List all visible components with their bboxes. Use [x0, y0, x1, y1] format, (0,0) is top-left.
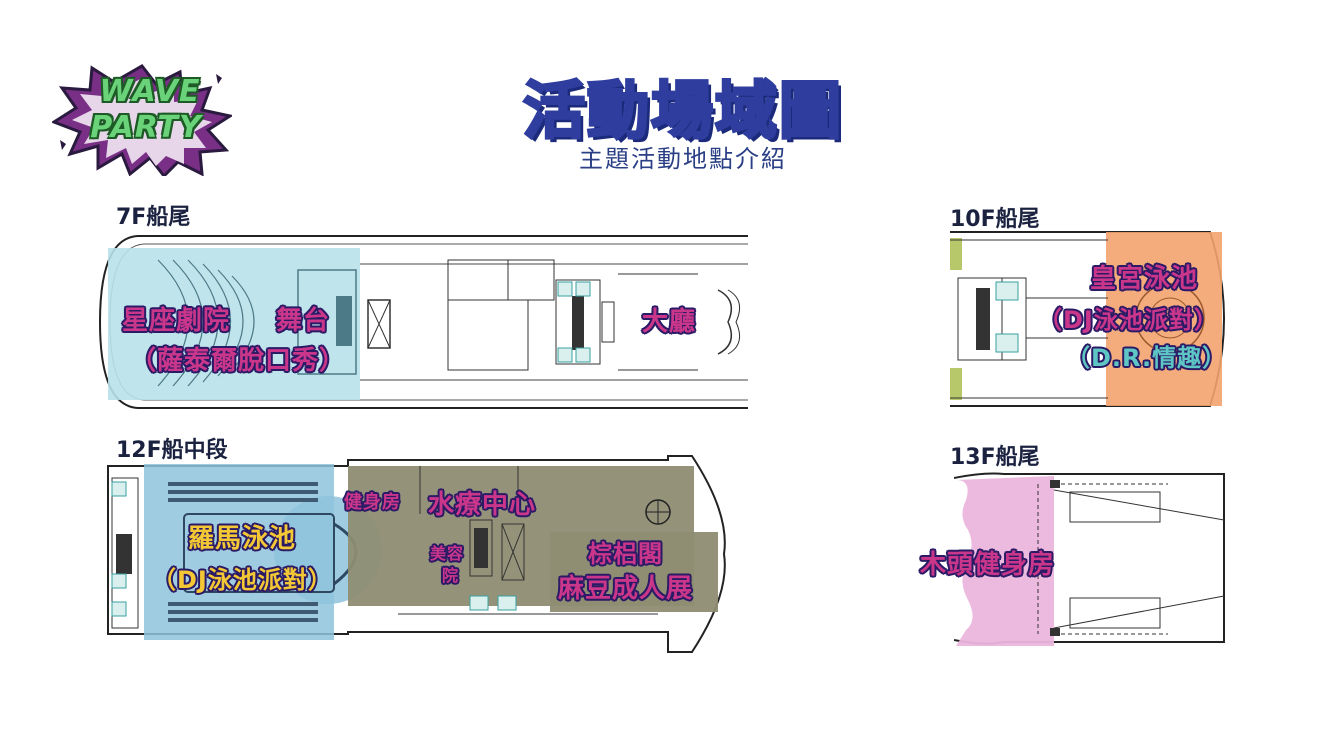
deck-12f-map — [98, 454, 734, 654]
zone-label-dr-intimate: （D.R.情趣） — [1066, 344, 1228, 372]
zone-label-constellation-theater: 星座劇院 — [122, 306, 231, 336]
logo-text-line1: WAVE — [99, 74, 201, 109]
wave-party-logo: WAVE PARTY — [50, 64, 234, 179]
zone-label-roman-pool-dj-party: （DJ泳池派對） — [152, 566, 333, 594]
deck-label-7f: 7F船尾 — [116, 205, 191, 230]
zone-label-royal-pool-dj-party: （DJ泳池派對） — [1038, 306, 1219, 334]
logo-starburst-icon — [50, 64, 234, 179]
deck-label-13f: 13F船尾 — [950, 445, 1040, 470]
zone-label-adult-expo: 麻豆成人展 — [558, 574, 694, 604]
zone-label-royal-pool: 皇宮泳池 — [1090, 264, 1199, 294]
deck-10f-map — [948, 228, 1234, 410]
deck-10f-floorplan-icon — [950, 231, 1225, 407]
deck-13f-map — [954, 470, 1228, 650]
zone-label-roman-pool: 羅馬泳池 — [188, 524, 297, 554]
deck-label-10f: 10F船尾 — [950, 207, 1040, 232]
logo-text-line2: PARTY — [90, 110, 202, 145]
zone-label-satyr-standup: （薩泰爾脫口秀） — [130, 346, 347, 376]
zone-label-lobby: 大廳 — [642, 307, 697, 337]
zone-label-gym: 健身房 — [344, 492, 401, 513]
page-title: 活動場域圖 — [521, 73, 843, 149]
page-subtitle: 主題活動地點介紹 — [579, 145, 787, 173]
zone-label-wood-gym: 木頭健身房 — [920, 550, 1056, 580]
deck-12f-floorplan-icon — [107, 455, 726, 653]
deck-7f-floorplan-icon — [98, 235, 748, 409]
zone-label-stage: 舞台 — [276, 306, 331, 336]
zone-label-palm-court: 棕梠閣 — [588, 540, 663, 568]
deck-13f-floorplan-icon — [954, 472, 1225, 646]
zone-label-beauty-salon-line1: 美容 — [430, 544, 465, 563]
zone-label-beauty-salon-line2: 院 — [442, 566, 460, 585]
deck-7f-map — [98, 230, 750, 414]
deck-label-12f: 12F船中段 — [116, 438, 228, 463]
zone-label-spa-center: 水療中心 — [428, 490, 537, 520]
